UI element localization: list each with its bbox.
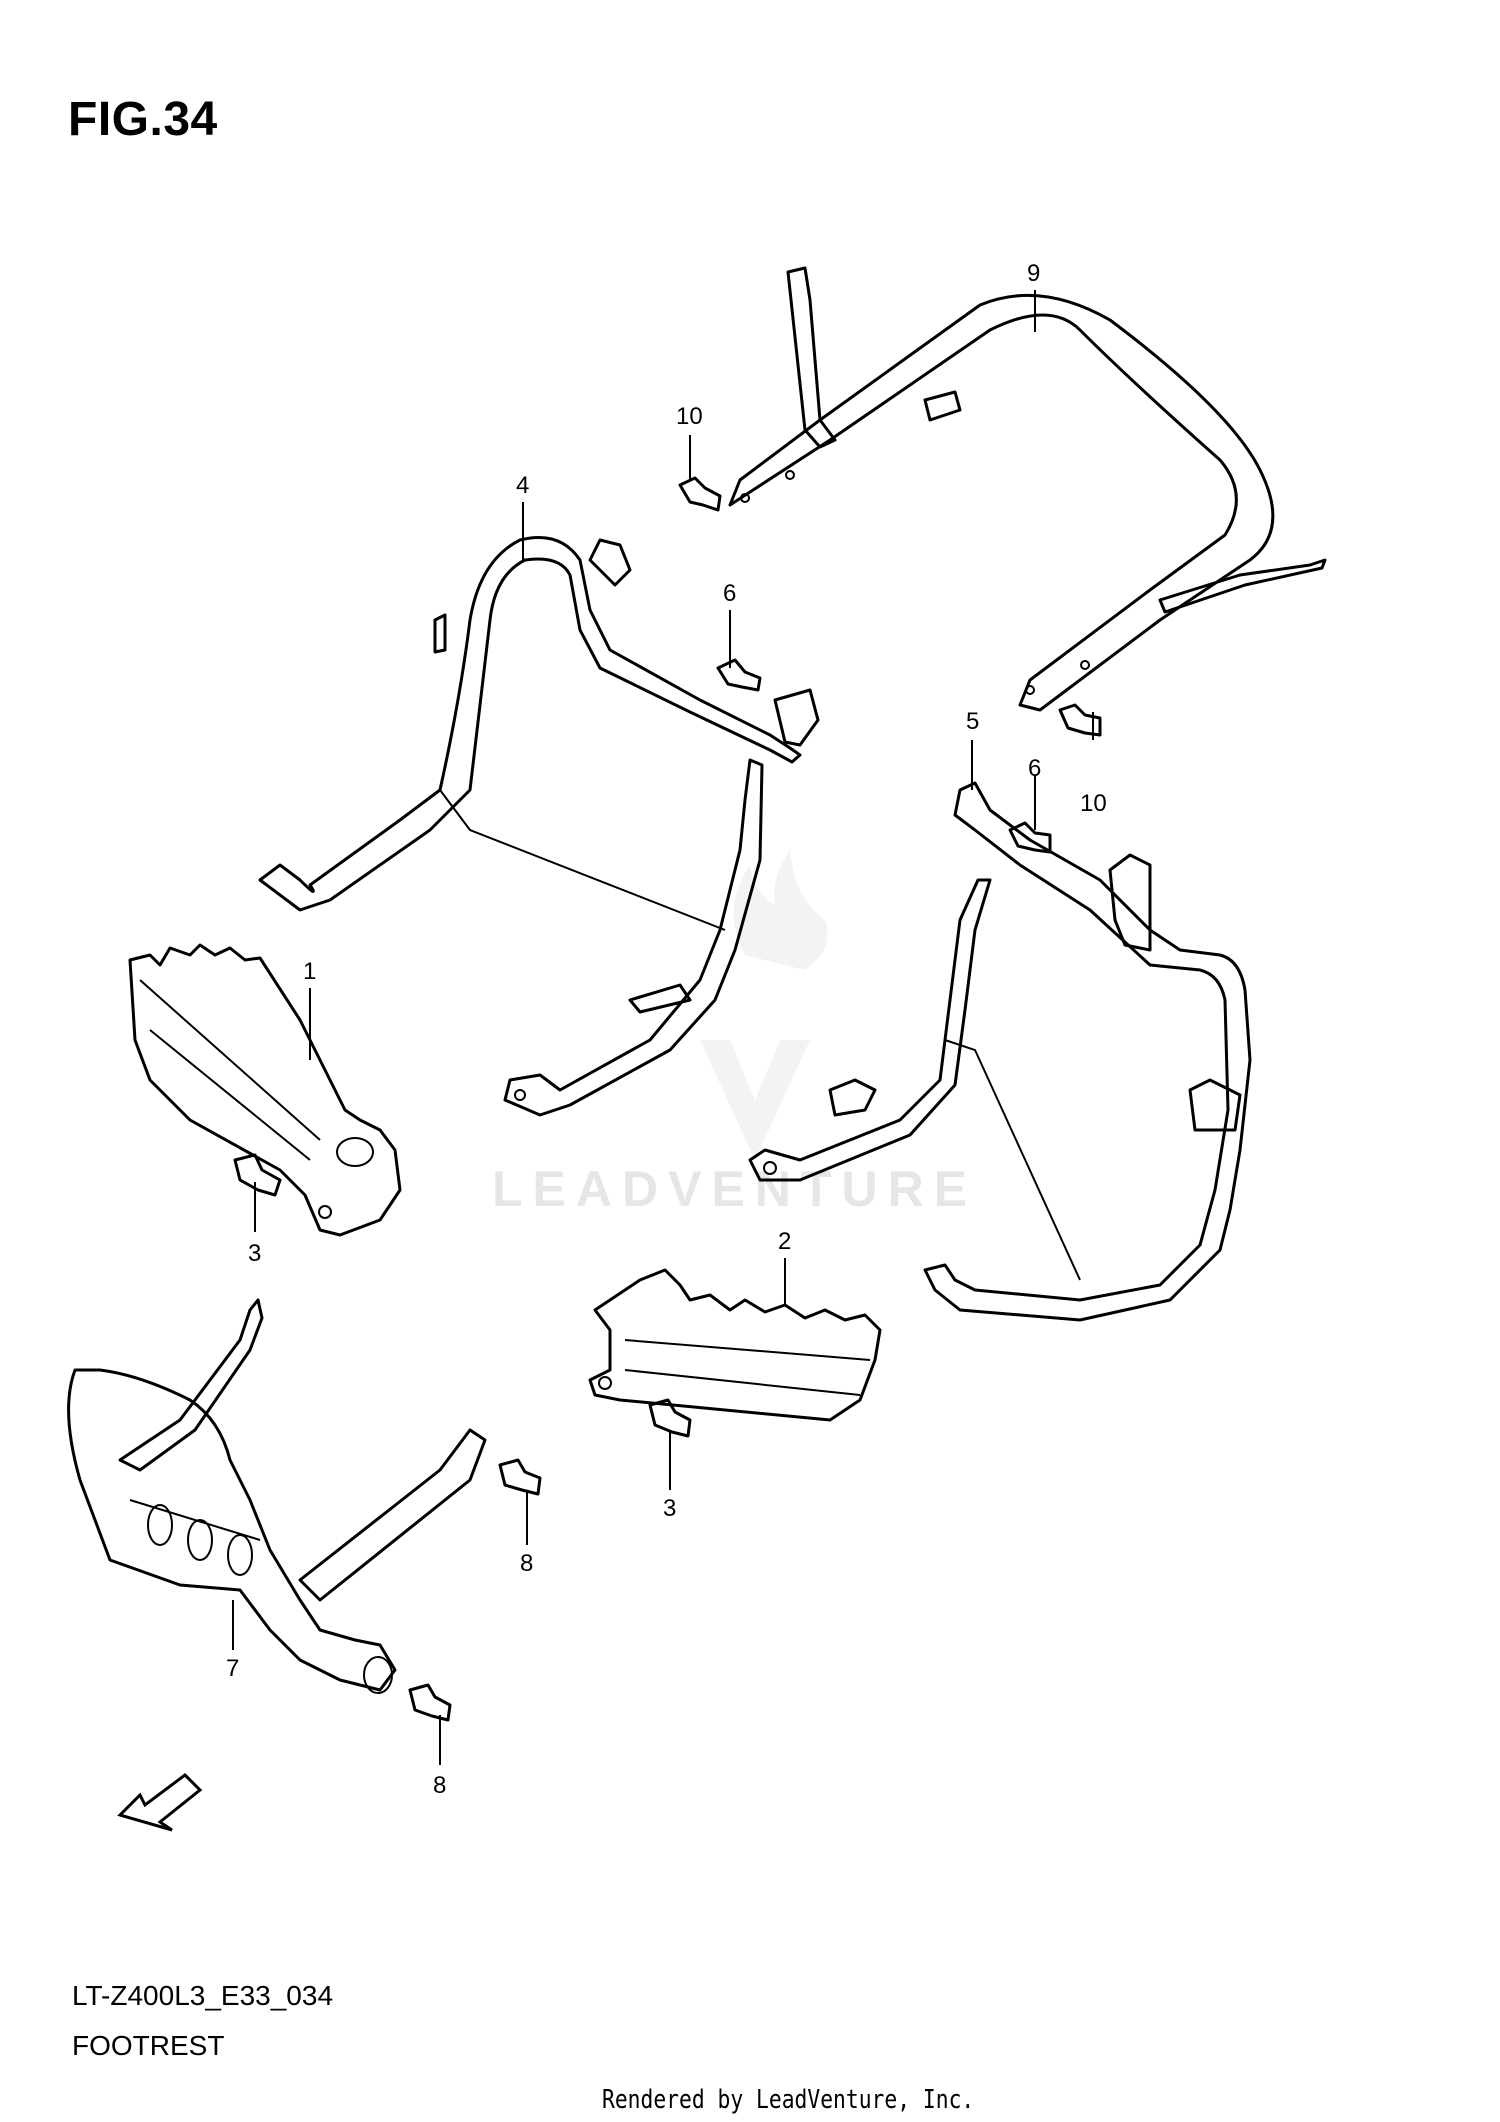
part-4-left-frame [258,536,820,1117]
part-7-front-guard [67,1298,487,1694]
callout-6-right: 6 [1028,755,1042,782]
leader-lines [232,290,1094,1765]
callout-9: 9 [1027,260,1041,287]
callout-6-left: 6 [723,580,737,607]
callout-3-left: 3 [248,1240,262,1267]
bolt-10-top [678,476,722,512]
figure-title: FIG.34 [68,93,218,146]
callout-4: 4 [516,472,530,499]
bolt-8-upper [498,1458,542,1496]
watermark-text: LEADVENTURE [492,1161,978,1217]
bolt-8-lower [408,1683,452,1722]
fwd-arrow-icon [117,1773,203,1832]
bolt-10-right [1058,703,1102,737]
rendered-by-credit: Rendered by LeadVenture, Inc. [602,2085,975,2115]
part-5-right-frame [748,781,1252,1322]
callout-8-lower: 8 [433,1772,447,1799]
callout-10-right: 10 [1080,790,1107,817]
callout-5: 5 [966,708,980,735]
bolt-3-left [233,1153,282,1197]
bolt-3-right [648,1398,692,1438]
callout-7: 7 [226,1655,240,1682]
bolt-6-right [1008,821,1052,854]
bolt-6-left [716,658,762,692]
callout-1: 1 [303,958,317,985]
callout-8-upper: 8 [520,1550,534,1577]
diagram-code: LT-Z400L3_E33_034 [72,1980,334,2011]
callout-2: 2 [778,1228,792,1255]
callout-10-top: 10 [676,403,703,430]
part-9-rear-bar [728,266,1327,712]
part-2-right-footrest [588,1268,882,1422]
watermark-logo [700,850,828,1160]
callout-3-right: 3 [663,1495,677,1522]
part-1-left-footrest [128,943,402,1237]
section-name: FOOTREST [72,2030,225,2061]
